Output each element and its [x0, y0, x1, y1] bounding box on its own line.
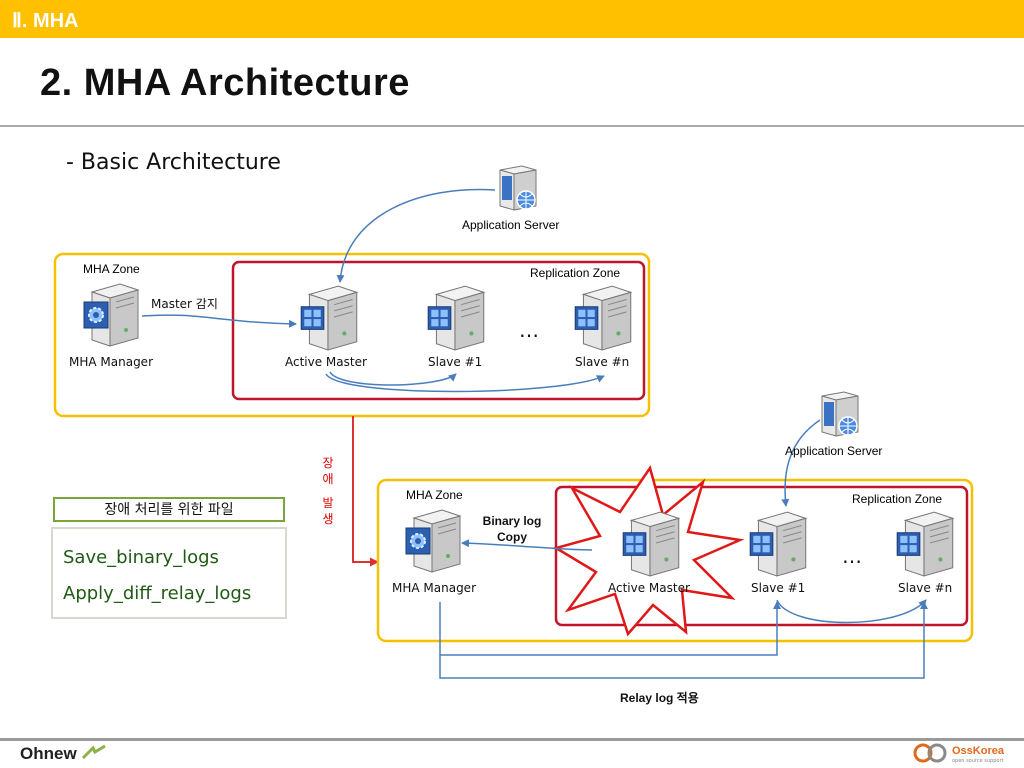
file-item: Apply_diff_relay_logs: [63, 583, 252, 604]
bottom-replication-zone-label: Replication Zone: [852, 492, 943, 506]
bottom-app-server-icon: [821, 391, 859, 437]
bottom-mha-manager-icon: [405, 509, 461, 573]
top-replication-zone-label: Replication Zone: [530, 266, 621, 280]
ohnew-logo-mark-icon: [82, 744, 107, 760]
top-detect-arrow: [141, 314, 297, 328]
top-replication-zone: [231, 260, 646, 401]
top-slave1-label: Slave #1: [428, 355, 483, 369]
files-box-title: 장애 처리를 위한 파일: [53, 497, 285, 522]
bottom-app-to-slave-arrow: [781, 419, 821, 507]
bottom-app-server-label: Application Server: [785, 444, 883, 458]
subtitle: - Basic Architecture: [66, 150, 281, 175]
binlog-copy-label: Binary log Copy: [482, 514, 542, 544]
bottom-slave1-icon: [749, 511, 807, 577]
relay-log-arrow-1: [439, 601, 781, 656]
bottom-slaven-label: Slave #n: [898, 581, 953, 595]
footer-divider: [0, 738, 1024, 741]
title-divider: [0, 125, 1024, 127]
failure-arrow: [352, 416, 379, 567]
bottom-active-master-label: Active Master: [608, 581, 690, 595]
bottom-ellipsis: …: [842, 544, 862, 568]
files-box: Save_binary_logs Apply_diff_relay_logs: [51, 527, 287, 619]
bottom-mha-zone-label: MHA Zone: [406, 488, 463, 502]
top-app-server-icon: [499, 165, 537, 211]
relay-log-label: Relay log 적용: [620, 691, 699, 705]
bottom-replication-zone: [554, 485, 969, 627]
file-item: Save_binary_logs: [63, 547, 219, 568]
bottom-active-master-icon: [622, 511, 680, 577]
ohnew-logo: Ohnew: [20, 744, 107, 764]
bottom-mha-zone: [376, 478, 974, 643]
top-slaven-icon: [574, 285, 632, 351]
top-ellipsis: …: [519, 318, 539, 342]
bottom-slaven-icon: [896, 511, 954, 577]
top-mha-zone-label: MHA Zone: [83, 262, 140, 276]
failure-label: 장 애 발 생: [322, 456, 334, 526]
top-detect-label: Master 감지: [151, 297, 218, 311]
bottom-slave1-label: Slave #1: [751, 581, 806, 595]
relay-log-arrow-n: [439, 601, 928, 679]
osskorea-logo: OssKorea open source support: [912, 742, 1004, 768]
section-label: Ⅱ. MHA: [12, 10, 79, 32]
top-repl-arrow-n: [325, 373, 605, 393]
bottom-mha-manager-label: MHA Manager: [392, 581, 476, 595]
osskorea-logo-mark-icon: [913, 743, 947, 763]
top-slave1-icon: [427, 285, 485, 351]
top-repl-arrow-1: [329, 371, 457, 386]
top-app-to-master-arrow: [336, 188, 496, 283]
top-mha-manager-icon: [83, 283, 139, 347]
header-bar: Ⅱ. MHA: [0, 0, 1024, 38]
top-active-master-label: Active Master: [285, 355, 367, 369]
top-active-master-icon: [300, 285, 358, 351]
top-mha-manager-label: MHA Manager: [69, 355, 153, 369]
bottom-repl-arrow: [776, 599, 927, 624]
binlog-copy-arrow: [461, 539, 593, 551]
top-app-server-label: Application Server: [462, 218, 560, 232]
top-slaven-label: Slave #n: [575, 355, 630, 369]
page-title: 2. MHA Architecture: [40, 62, 410, 104]
